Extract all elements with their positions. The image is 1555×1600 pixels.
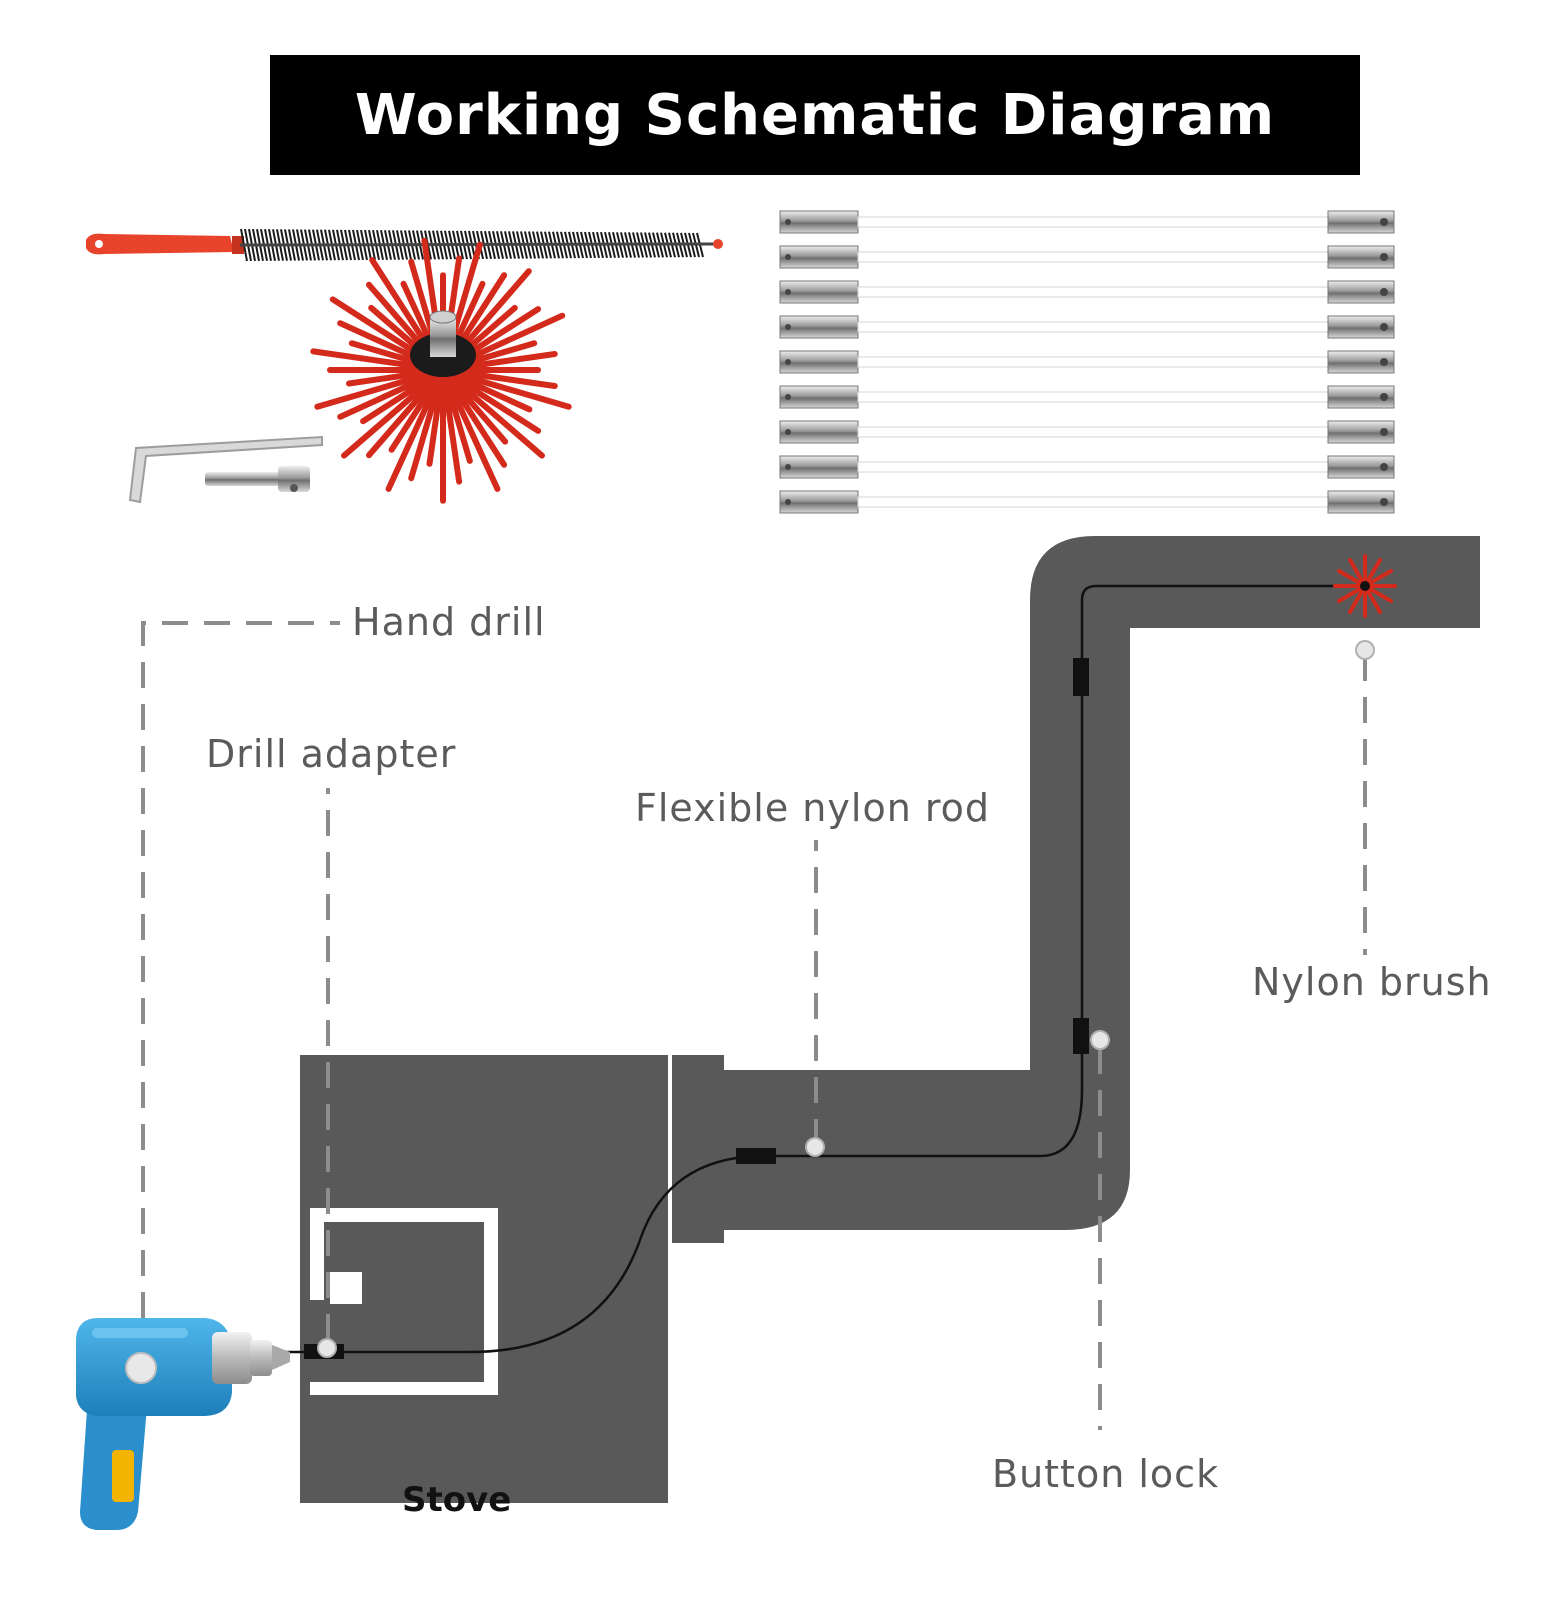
- leader-lines: [141, 621, 1367, 1430]
- label-drill-adapter: Drill adapter: [206, 732, 457, 776]
- button-lock-2: [736, 1148, 776, 1164]
- label-stove: Stove: [402, 1480, 512, 1520]
- long-lint-brush-icon: [86, 228, 723, 262]
- label-nylon-brush: Nylon brush: [1252, 960, 1492, 1004]
- duct-brush-icon: [1333, 554, 1397, 618]
- flexible-rod: [779, 280, 1395, 304]
- flexible-rod: [779, 315, 1395, 339]
- drill-adapter-icon: [205, 466, 310, 492]
- flexible-rod: [779, 420, 1395, 444]
- flexible-rod: [779, 210, 1395, 234]
- flexible-rod: [779, 350, 1395, 374]
- leader-dots: [317, 640, 1375, 1358]
- rod-path: [270, 584, 1360, 1354]
- page-title: Working Schematic Diagram: [354, 82, 1276, 148]
- label-button-lock: Button lock: [992, 1452, 1220, 1496]
- label-hand-drill: Hand drill: [352, 600, 546, 644]
- chimney-duct: [672, 536, 1480, 1243]
- hand-drill-icon: [76, 1318, 290, 1530]
- button-lock-4: [1073, 658, 1089, 696]
- flexible-rod: [779, 245, 1395, 269]
- allen-wrench-icon: [128, 435, 323, 504]
- label-flexible-nylon-rod: Flexible nylon rod: [635, 786, 991, 830]
- flexible-rods-group: [779, 210, 1395, 514]
- nylon-brush-icon: [310, 237, 572, 504]
- flexible-rod: [779, 455, 1395, 479]
- button-lock-3: [1073, 1018, 1089, 1054]
- flexible-rod: [779, 490, 1395, 514]
- stove: [300, 1055, 668, 1503]
- flexible-rod: [779, 385, 1395, 409]
- title-banner: Working Schematic Diagram: [270, 55, 1360, 175]
